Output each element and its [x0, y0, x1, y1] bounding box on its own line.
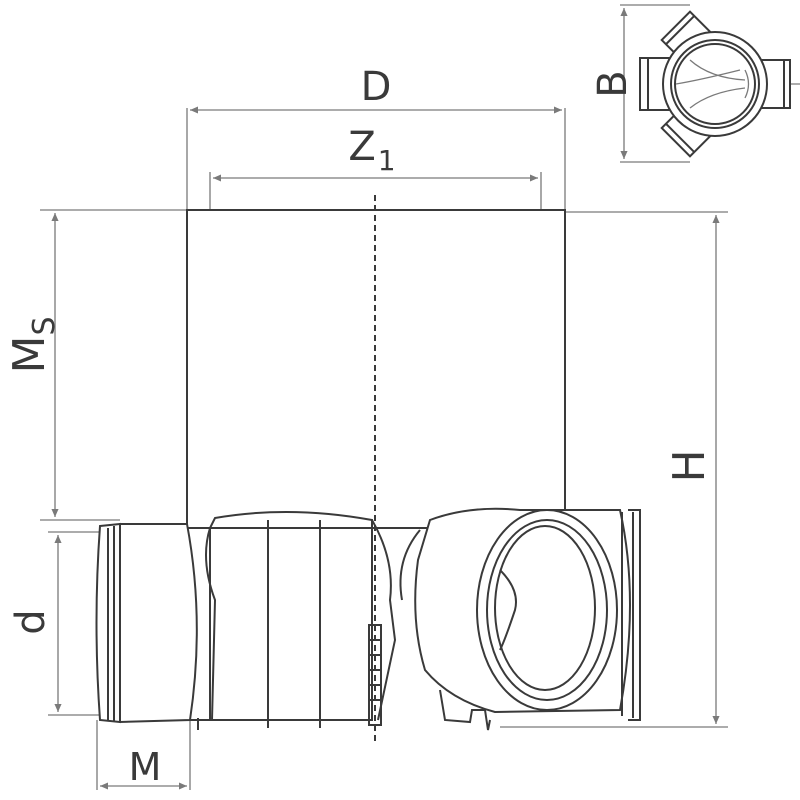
label-b: B	[590, 70, 636, 97]
label-z1: Z1	[348, 124, 395, 177]
dimension-lines	[40, 4, 728, 790]
center-rivets	[368, 624, 382, 726]
label-h: H	[664, 449, 715, 482]
top-view-inset	[639, 10, 800, 158]
label-d-small: d	[8, 609, 54, 634]
label-d: D	[361, 64, 392, 110]
base-housing	[186, 510, 421, 730]
label-m: M	[129, 745, 162, 789]
right-socket	[414, 507, 641, 731]
label-ms: MS	[4, 316, 62, 373]
left-socket	[95, 522, 198, 724]
